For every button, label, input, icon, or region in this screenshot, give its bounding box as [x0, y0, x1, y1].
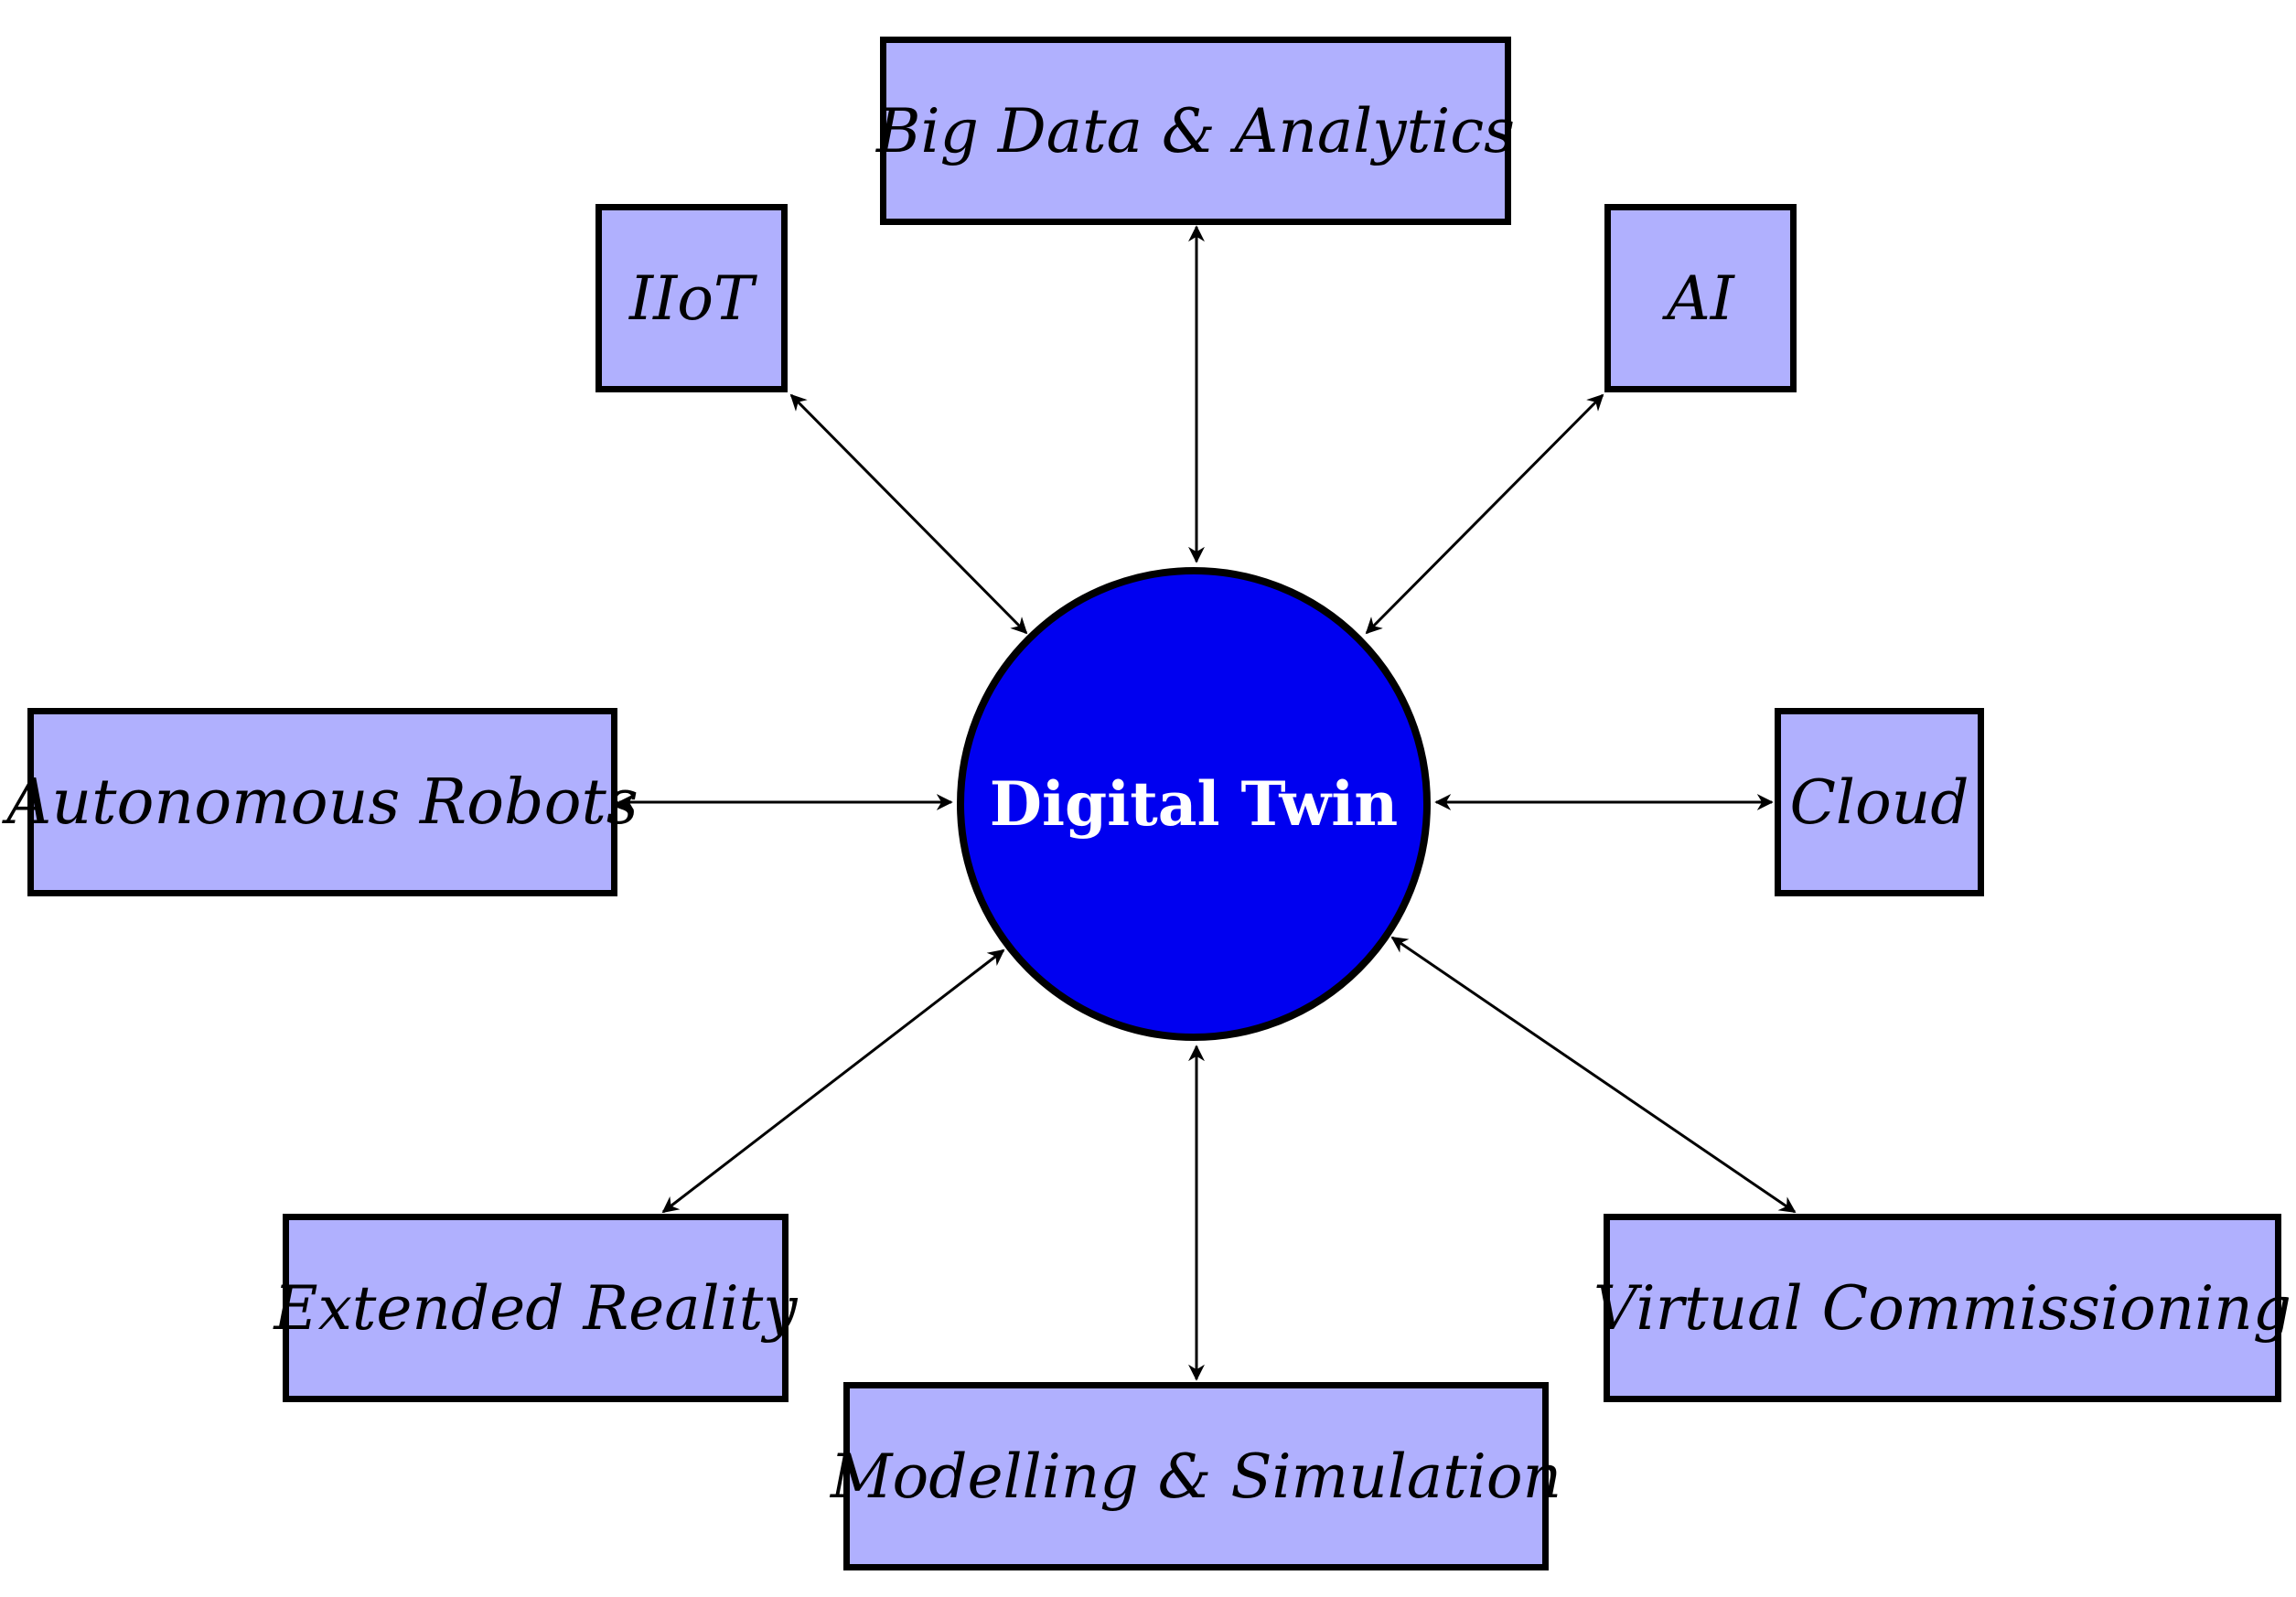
- connector-iiot: [789, 393, 1028, 635]
- hub-label: Digital Twin: [989, 768, 1399, 840]
- node-label: Big Data & Analytics: [875, 95, 1516, 166]
- node-label: IIoT: [629, 263, 754, 334]
- hub-digital-twin: Digital Twin: [957, 567, 1431, 1041]
- node-ai: AI: [1604, 204, 1797, 392]
- node-label: Autonomous Robots: [6, 766, 638, 839]
- node-modelling-simulation: Modelling & Simulation: [831, 1382, 1561, 1570]
- node-label: Virtual Commissioning: [1593, 1272, 2292, 1344]
- node-extended-reality: Extended Reality: [274, 1214, 798, 1402]
- node-big-data-analytics: Big Data & Analytics: [876, 37, 1515, 225]
- node-virtual-commissioning: Virtual Commissioning: [1593, 1214, 2291, 1402]
- node-cloud: Cloud: [1775, 708, 1984, 896]
- node-label: Extended Reality: [274, 1272, 798, 1344]
- node-iiot: IIoT: [595, 204, 788, 392]
- node-autonomous-robots: Autonomous Robots: [6, 708, 638, 896]
- node-label: AI: [1667, 263, 1734, 334]
- connector-extended-reality: [661, 949, 1005, 1214]
- node-label: Cloud: [1789, 766, 1969, 838]
- connector-virtual-commissioning: [1390, 936, 1797, 1214]
- node-label: Modelling & Simulation: [830, 1441, 1562, 1512]
- connector-ai: [1365, 393, 1604, 635]
